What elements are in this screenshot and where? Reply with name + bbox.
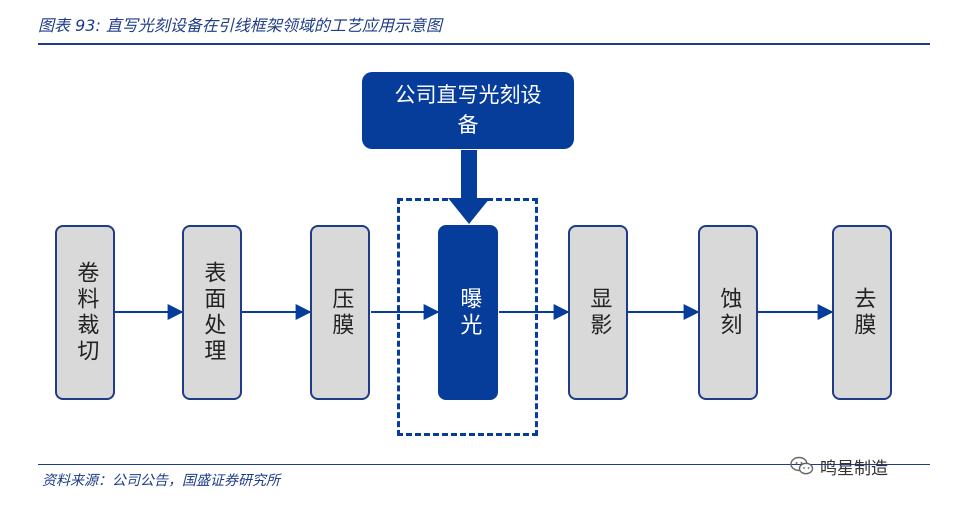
watermark-text: 鸣星制造	[820, 458, 888, 479]
wechat-icon	[790, 456, 814, 475]
step-developing: 显影	[568, 225, 628, 400]
figure-title: 图表 93: 直写光刻设备在引线框架领域的工艺应用示意图	[38, 16, 442, 35]
device-down-arrow	[448, 150, 490, 224]
step-etching: 蚀刻	[698, 225, 758, 400]
step-surface-treatment: 表面处理	[182, 225, 242, 400]
step-exposure: 曝光	[438, 225, 498, 400]
step-cutting: 卷料裁切	[55, 225, 115, 400]
title-divider	[38, 43, 930, 45]
device-label: 公司直写光刻设备	[394, 83, 542, 137]
step-lamination: 压膜	[310, 225, 370, 400]
source-note: 资料来源：公司公告，国盛证券研究所	[42, 473, 280, 489]
watermark: 鸣星制造	[790, 454, 888, 479]
exposure-highlight-frame	[397, 198, 538, 436]
device-box: 公司直写光刻设备	[362, 72, 574, 149]
step-stripping: 去膜	[832, 225, 892, 400]
footer-divider	[38, 464, 930, 465]
